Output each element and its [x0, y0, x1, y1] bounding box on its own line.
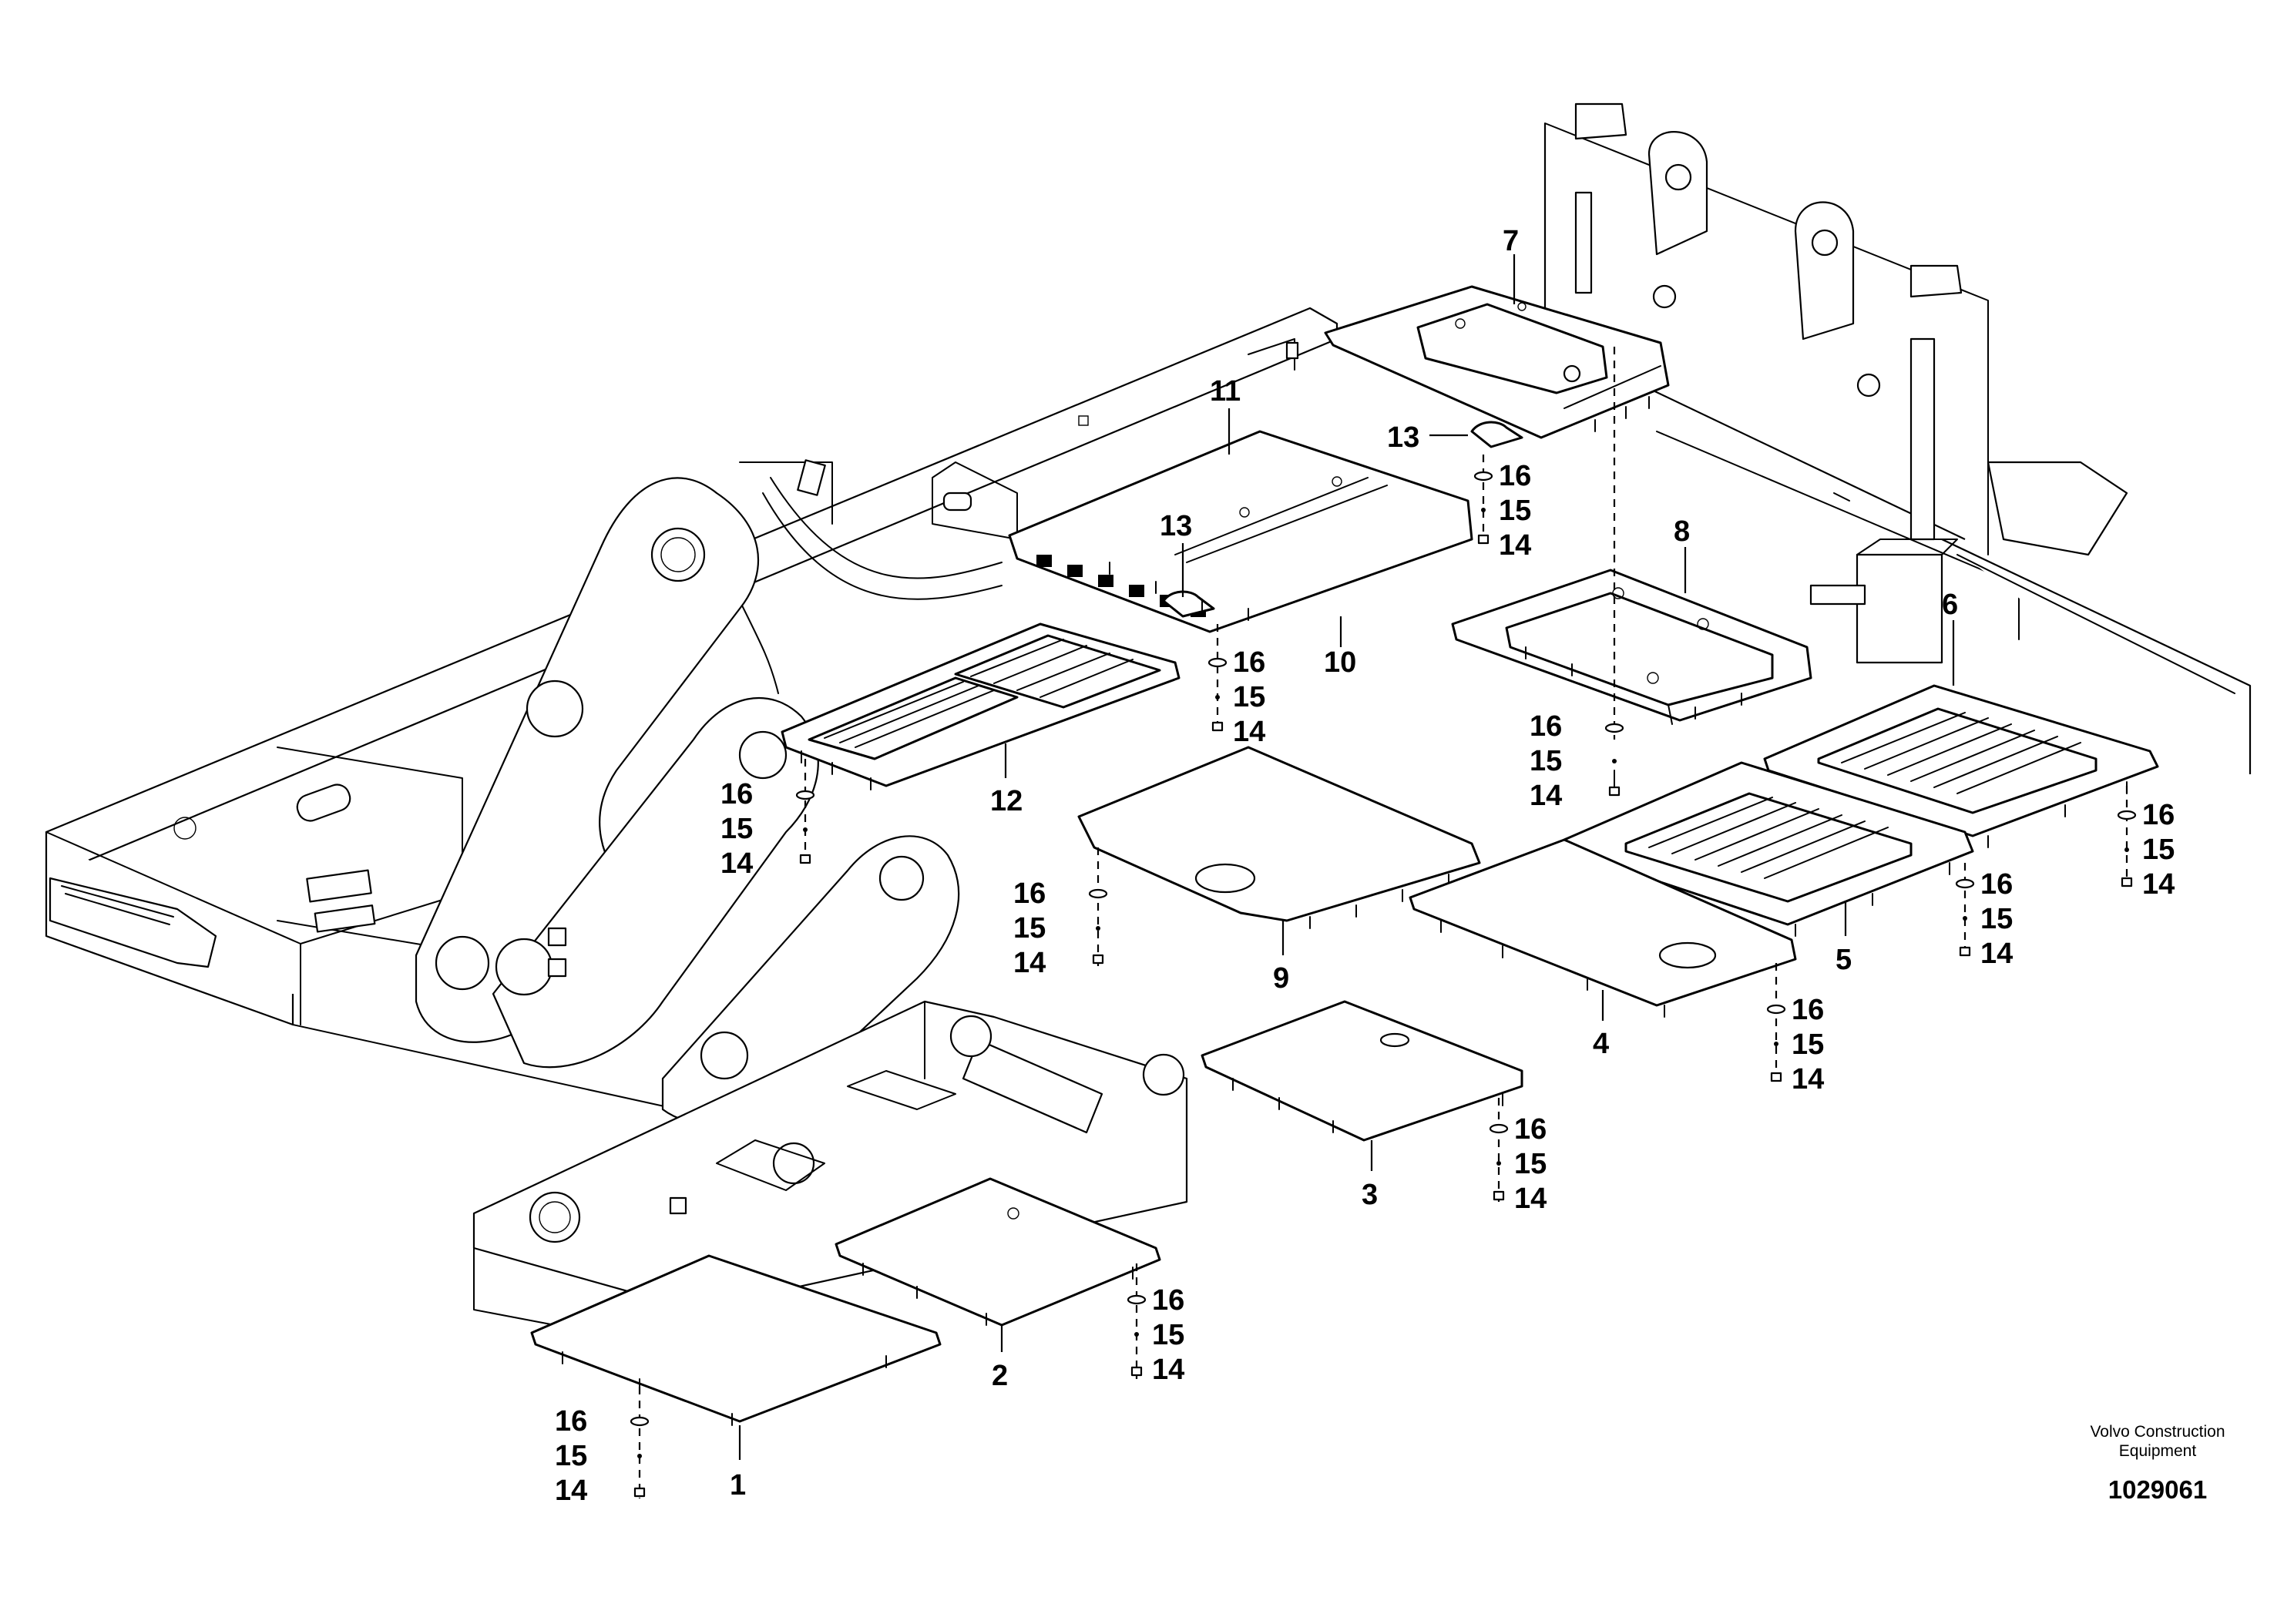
caption-line-1: Volvo Construction — [2090, 1423, 2225, 1441]
boom-brackets — [415, 459, 960, 1126]
label-15: 15 — [1152, 1319, 1184, 1351]
part-11 — [1008, 430, 1473, 633]
label-16: 16 — [1514, 1113, 1547, 1146]
label-16: 16 — [720, 778, 753, 810]
label-14: 14 — [1530, 780, 1562, 812]
seal-strip — [1036, 555, 1206, 617]
part-7-cover — [1324, 285, 1670, 439]
label-14: 14 — [2142, 868, 2175, 901]
caption-line-2: Equipment — [2119, 1442, 2197, 1460]
part-12-grate — [781, 622, 1181, 790]
label-16: 16 — [555, 1405, 587, 1438]
label-15: 15 — [1233, 681, 1265, 713]
label-14: 14 — [720, 847, 753, 880]
callout-11: 11 — [1210, 375, 1241, 408]
callout-4: 4 — [1593, 1028, 1609, 1060]
stack-4 — [1766, 963, 1786, 1082]
stack-9 — [1088, 847, 1108, 967]
label-16: 16 — [1530, 710, 1562, 743]
stack-1 — [630, 1387, 650, 1498]
label-14: 14 — [1499, 529, 1531, 562]
label-14: 14 — [1792, 1063, 1824, 1096]
boom-bracket-left — [415, 477, 760, 1043]
label-15: 15 — [1514, 1148, 1547, 1180]
label-15: 15 — [1792, 1028, 1824, 1061]
leader-lines — [738, 254, 1955, 1460]
part-2-cover — [835, 1177, 1161, 1327]
support-post — [1856, 553, 1943, 664]
label-15: 15 — [2142, 834, 2175, 866]
label-15: 15 — [1980, 903, 2013, 935]
part-8-cover — [1451, 569, 1812, 725]
hardware-stacks — [630, 347, 2137, 1498]
callout-13-upper: 13 — [1387, 421, 1419, 454]
part-3-cover — [1201, 1000, 1523, 1142]
label-15: 15 — [720, 813, 753, 845]
label-14: 14 — [1514, 1183, 1547, 1215]
lug-left — [1647, 131, 1708, 256]
boom-bracket-mid — [492, 697, 819, 1069]
callout-7: 7 — [1503, 225, 1519, 257]
caption-block: Volvo Construction Equipment 1029061 — [2090, 1423, 2225, 1504]
stack-13 — [1473, 455, 1493, 545]
label-14: 14 — [1980, 938, 2013, 970]
label-16: 16 — [1152, 1284, 1184, 1317]
label-15: 15 — [1530, 745, 1562, 777]
callout-8: 8 — [1674, 515, 1690, 548]
callout-10: 10 — [1324, 646, 1356, 679]
callout-12: 12 — [990, 785, 1023, 817]
part-1-cover — [530, 1254, 942, 1426]
counterweight-arm — [1987, 461, 2128, 556]
label-16: 16 — [1233, 646, 1265, 679]
callout-13-lower: 13 — [1160, 510, 1192, 542]
hardware-labels: 16 15 14 16 15 14 16 15 14 16 15 14 16 1… — [555, 460, 2175, 1507]
label-14: 14 — [555, 1475, 587, 1507]
callout-5: 5 — [1836, 944, 1852, 976]
stack-10 — [1207, 624, 1228, 732]
label-16: 16 — [1792, 994, 1824, 1026]
label-16: 16 — [2142, 799, 2175, 831]
label-16: 16 — [1013, 877, 1046, 910]
part-4-cover — [1409, 838, 1797, 1018]
rear-frame — [1543, 102, 2252, 774]
rear-beam — [1941, 539, 2252, 774]
stack-7-8 — [1604, 347, 1624, 797]
part-6-grate — [1763, 684, 2159, 848]
label-16: 16 — [1980, 868, 2013, 901]
part-11-10-plates — [1008, 430, 1473, 633]
part-13-cover-upper — [1470, 421, 1523, 448]
label-16: 16 — [1499, 460, 1531, 492]
callout-9: 9 — [1273, 962, 1289, 995]
label-15: 15 — [555, 1440, 587, 1472]
stack-2 — [1127, 1263, 1147, 1379]
stack-6 — [2117, 786, 2137, 887]
label-14: 14 — [1152, 1354, 1184, 1386]
callout-labels: 7 11 13 13 10 8 12 6 9 5 4 3 2 1 — [730, 225, 1958, 1502]
callout-1: 1 — [730, 1469, 746, 1502]
stack-3 — [1489, 1098, 1509, 1202]
part-4-hole — [1658, 941, 1717, 969]
step-plate — [49, 877, 217, 968]
callout-3: 3 — [1362, 1179, 1378, 1211]
label-14: 14 — [1233, 716, 1265, 748]
callout-6: 6 — [1942, 589, 1958, 621]
drawing-number: 1029061 — [2108, 1475, 2207, 1504]
part-9-cover — [1077, 746, 1481, 929]
callout-2: 2 — [992, 1360, 1008, 1392]
label-14: 14 — [1013, 947, 1046, 979]
lug-right — [1794, 201, 1855, 341]
part-9-hole — [1194, 863, 1256, 894]
part-13-lower — [1162, 590, 1215, 618]
stack-12 — [795, 759, 815, 867]
upper-frame — [45, 307, 1338, 1137]
label-15: 15 — [1013, 912, 1046, 945]
stack-5 — [1955, 863, 1975, 957]
label-15: 15 — [1499, 495, 1531, 527]
